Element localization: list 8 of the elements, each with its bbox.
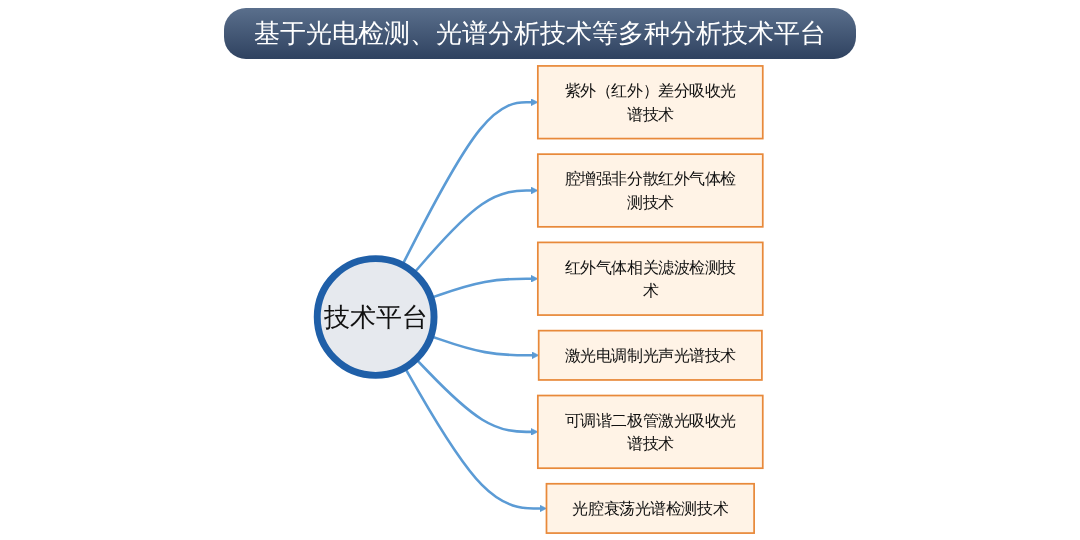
node-box: 腔增强非分散红外气体检测技术 (536, 153, 764, 228)
node-box: 激光电调制光声光谱技术 (537, 329, 763, 381)
title-banner: 基于光电检测、光谱分析技术等多种分析技术平台 (224, 8, 856, 59)
node-box: 光腔衰荡光谱检测技术 (545, 482, 755, 534)
node-box: 可调谐二极管激光吸收光谱技术 (536, 394, 764, 470)
node-box: 紫外（红外）差分吸收光谱技术 (536, 65, 764, 140)
node-box: 红外气体相关滤波检测技术 (536, 241, 764, 316)
node-circle: 技术平台 (313, 255, 438, 379)
